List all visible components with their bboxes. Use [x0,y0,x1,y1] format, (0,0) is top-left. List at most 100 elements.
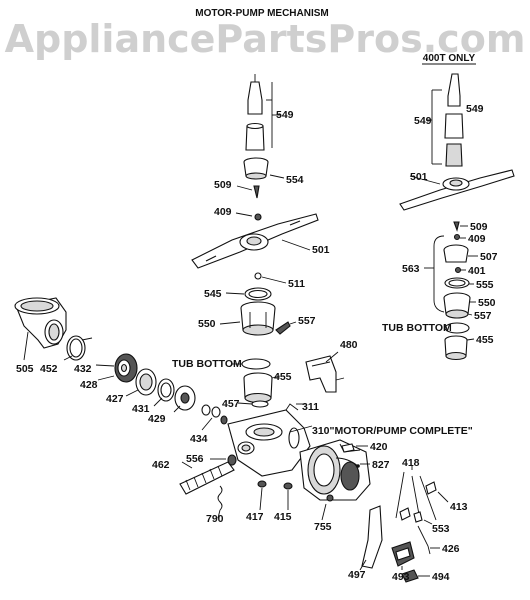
solenoid-493 [391,541,415,567]
impeller-427 [135,368,157,396]
manifold-550 [240,301,276,336]
inset-label-555: 555 [476,279,494,291]
inset-bracket-563 [433,235,445,313]
part-label-549: 549 [276,109,294,121]
inset-tub-bottom-ring [444,322,470,334]
inset-screw-509 [453,221,460,232]
inset-label-401: 401 [468,265,486,277]
shaft-462 [179,461,235,495]
tub-bottom-ring-main [241,358,271,370]
tub-bottom-label-inset: TUB BOTTOM [382,322,452,334]
part-label-553: 553 [432,523,450,535]
washer-511 [254,272,262,280]
screw-755 [326,494,334,502]
bracket-497 [361,505,383,569]
part-label-417: 417 [246,511,264,523]
clip-557 [275,321,291,335]
part-label-311: 311 [302,401,319,413]
part-label-415: 415 [274,511,292,523]
screw-509 [253,185,260,199]
part-label-431: 431 [132,403,150,415]
inset-seal-555 [444,277,470,289]
washer-415 [283,482,293,490]
inset-label-557: 557 [474,310,492,322]
part-label-505: 505 [16,363,34,375]
harness-827 [335,457,360,468]
diagram-title: MOTOR-PUMP MECHANISM [195,8,329,19]
tub-bottom-label-main: TUB BOTTOM [172,358,242,370]
watermark: AppliancePartsPros.com [5,17,526,61]
part-label-511: 511 [288,278,305,290]
spring-790 [217,485,223,511]
part-label-755: 755 [314,521,332,533]
part-label-494: 494 [432,571,450,583]
washer-409 [254,213,262,221]
part-label-428: 428 [80,379,98,391]
part-label-427: 427 [106,393,124,405]
part-label-550: 550 [198,318,216,330]
part-label-790: 790 [206,513,224,525]
part-label-429: 429 [148,413,166,425]
wash-tower-549 [245,74,265,151]
pin-426 [417,525,431,555]
part-label-457: 457 [222,398,240,410]
part-label-420: 420 [370,441,388,453]
inset-label-507: 507 [480,251,498,263]
inset-label-509: 509 [470,221,488,233]
pump-housing-311 [227,403,311,477]
motor-310 [299,439,371,501]
inset-label-455: 455 [476,334,494,346]
inset-label-409: 409 [468,233,486,245]
part-label-426: 426 [442,543,460,555]
inset-nut-507 [443,244,469,263]
part-label-434: 434 [190,433,208,445]
inset-manifold-550 [443,292,471,319]
wash-arm-501 [191,213,319,269]
inset-label-550: 550 [478,297,496,309]
part-label-554: 554 [286,174,304,186]
plunger-494 [401,569,419,583]
part-label-545: 545 [204,288,222,300]
drain-hose-480 [305,355,345,393]
part-label-501: 501 [312,244,330,256]
clamp-452 [66,335,93,361]
part-label-432: 432 [74,363,92,375]
part-label-455: 455 [274,371,292,383]
motor-pump-complete-label: 310"MOTOR/PUMP COMPLETE" [312,425,473,437]
clip-553 [399,507,423,523]
part-label-556: 556 [186,453,204,465]
part-label-409: 409 [214,206,232,218]
inset-washer-409 [453,233,461,241]
pump-cover-429 [174,385,196,411]
impeller-428 [114,353,138,383]
part-label-827: 827 [372,459,390,471]
inset-tower-549 [444,73,464,167]
part-label-418: 418 [402,457,420,469]
inset-label-563: 563 [402,263,420,275]
seal-455 [243,372,273,404]
clip-413 [425,481,437,495]
nut-554 [243,157,269,180]
spacers-434 [201,404,228,425]
part-label-413: 413 [450,501,468,513]
part-label-452: 452 [40,363,58,375]
seal-545 [244,287,272,301]
inset-washer-401 [454,266,462,274]
part-label-557: 557 [298,315,316,327]
inset-label-501: 501 [410,171,428,183]
chopper-housing-505 [14,297,67,349]
part-label-549: 549 [466,103,484,115]
inset-label-549: 549 [414,115,432,127]
part-label-493: 493 [392,571,410,583]
part-label-509: 509 [214,179,232,191]
washer-417 [257,480,267,488]
seal-431 [157,378,175,402]
part-label-497: 497 [348,569,366,581]
inset-wash-arm-501 [399,169,515,211]
clip-457 [251,400,269,408]
inset-seal-455 [444,335,468,361]
part-label-462: 462 [152,459,170,471]
connector-420 [341,443,355,453]
